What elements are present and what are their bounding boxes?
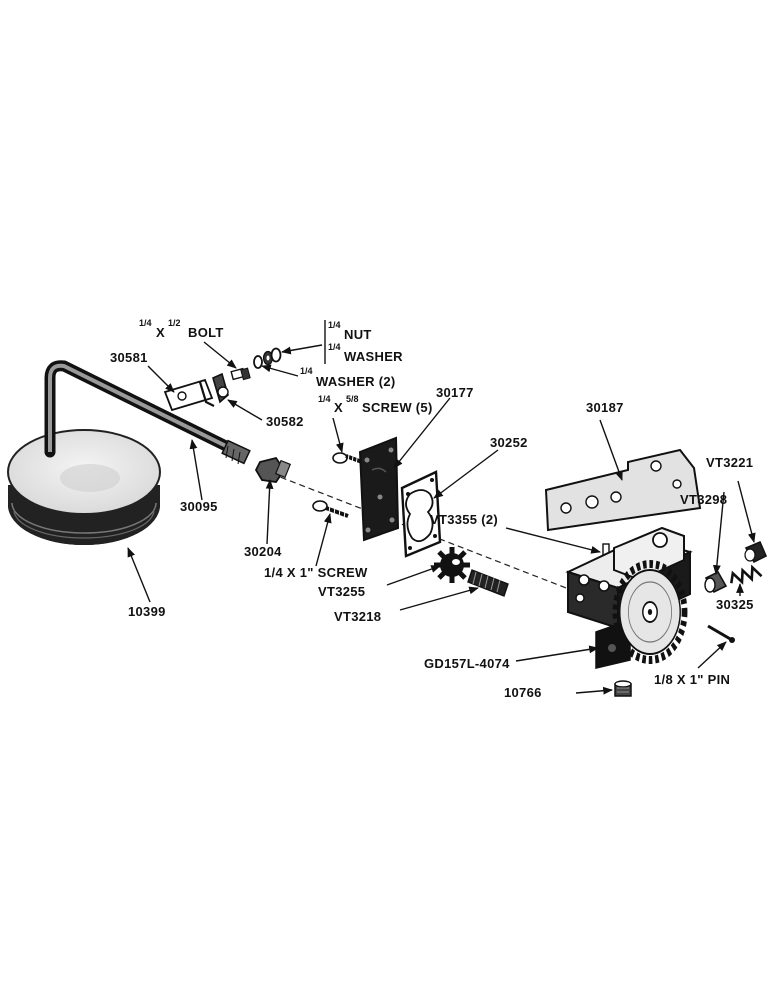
bolt-small [230, 367, 251, 381]
relief-cap-VT3221 [744, 540, 768, 564]
plug-10766 [614, 680, 632, 697]
screw-quarter-by-one [312, 500, 349, 520]
bolt-label: BOLT [188, 325, 224, 340]
bolt-qty-label: 1/4 [139, 318, 152, 328]
cotter-pin [707, 624, 735, 643]
part-30582: 30582 [266, 414, 304, 429]
part-10399: 10399 [128, 604, 166, 619]
pin-label: 1/8 X 1" PIN [654, 672, 730, 687]
oil-float-10399 [7, 429, 161, 545]
screw1-label: 1/4 X 1" SCREW [264, 565, 368, 580]
leader-lines [127, 341, 756, 695]
gasket-30187 [544, 448, 702, 532]
washer-and-nut [253, 347, 282, 369]
part-10766: 10766 [504, 685, 542, 700]
nut-qty-label: 1/4 [328, 320, 341, 330]
part-VT3298: VT3298 [680, 492, 727, 507]
washer-qty-label: 1/4 [328, 342, 341, 352]
part-VT3221: VT3221 [706, 455, 753, 470]
part-30325: 30325 [716, 597, 754, 612]
screw5-label: SCREW (5) [362, 400, 433, 415]
nut-label: NUT [344, 327, 372, 342]
pump-drive-gear [612, 560, 688, 664]
part-30204: 30204 [244, 544, 282, 559]
washer2-qty-label: 1/4 [300, 366, 313, 376]
part-30581: 30581 [110, 350, 148, 365]
cover-plate-30177 [358, 436, 400, 542]
washer-label: WASHER [344, 349, 403, 364]
part-30252: 30252 [490, 435, 528, 450]
part-VT3218: VT3218 [334, 609, 381, 624]
part-VT3355: VT3355 (2) [430, 512, 498, 527]
part-GD157L-4074: GD157L-4074 [424, 656, 510, 671]
callout-labels: 1/4 X 1/2 BOLT 1/4 NUT 1/4 WASHER 1/4 WA… [110, 318, 754, 700]
fitting-30204 [254, 456, 292, 483]
clamp-30582 [212, 372, 229, 404]
screw5-len-label: 5/8 [346, 394, 359, 404]
screw5-qty-label: 1/4 [318, 394, 331, 404]
relief-plunger-VT3298 [704, 570, 728, 594]
suction-pipe-30095 [44, 360, 251, 465]
assembly-centerline [261, 469, 611, 606]
svg-text:X: X [334, 400, 343, 415]
idler-gear-VT3255 [434, 547, 470, 583]
part-30187: 30187 [586, 400, 624, 415]
part-VT3255: VT3255 [318, 584, 365, 599]
screw-quarter-by-five-eighths [332, 452, 363, 467]
svg-text:X: X [156, 325, 165, 340]
part-30177: 30177 [436, 385, 474, 400]
shaft-VT3218 [467, 569, 509, 597]
relief-spring-30325 [729, 564, 763, 585]
bolt-len-label: 1/2 [168, 318, 181, 328]
bracket-30581 [163, 378, 215, 412]
gasket-30252 [400, 470, 442, 558]
washer2-label: WASHER (2) [316, 374, 396, 389]
part-30095: 30095 [180, 499, 218, 514]
